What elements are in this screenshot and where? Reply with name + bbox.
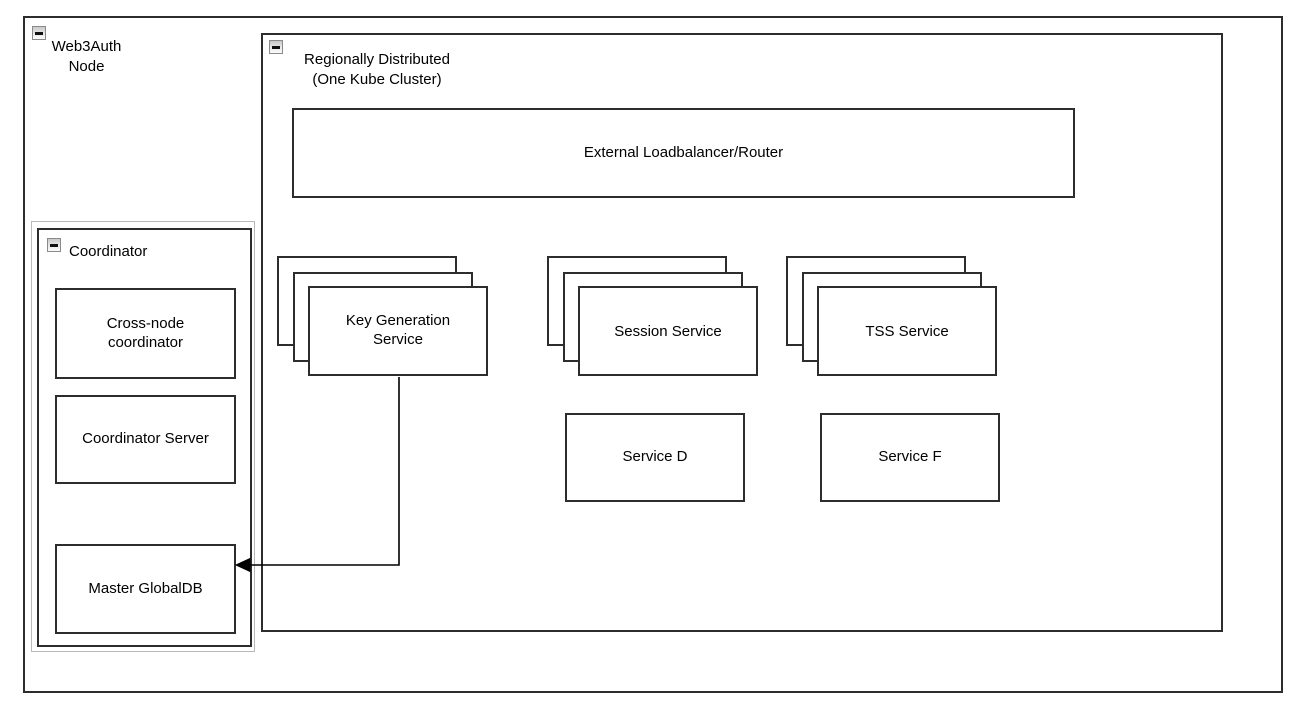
node-service-f-label: Service F	[878, 448, 942, 466]
node-session-service-label: Session Service	[614, 322, 722, 340]
node-session-service[interactable]: Session Service	[578, 286, 758, 376]
node-tss-service[interactable]: TSS Service	[817, 286, 997, 376]
node-key-generation-service[interactable]: Key Generation Service	[308, 286, 488, 376]
node-service-d-label: Service D	[622, 448, 688, 466]
container-regionally-distributed[interactable]: Regionally Distributed (One Kube Cluster…	[261, 33, 1223, 632]
node-master-globaldb[interactable]: Master GlobalDB	[55, 544, 236, 634]
stack-tss-service[interactable]: TSS Service	[786, 256, 998, 377]
node-coordinator-server[interactable]: Coordinator Server	[55, 395, 236, 484]
node-master-globaldb-label: Master GlobalDB	[88, 579, 203, 597]
collapse-minus-icon[interactable]	[47, 238, 61, 252]
collapse-minus-icon[interactable]	[32, 26, 46, 40]
stack-session-service[interactable]: Session Service	[547, 256, 759, 377]
node-key-generation-service-label: Key Generation Service	[345, 312, 451, 348]
container-coordinator-title: Coordinator	[69, 243, 148, 260]
container-coordinator[interactable]: Coordinator Cross-node coordinator Coord…	[37, 228, 252, 647]
container-regionally-distributed-title: Regionally Distributed (One Kube Cluster…	[304, 51, 450, 88]
node-coordinator-server-label: Coordinator Server	[82, 430, 209, 448]
node-external-loadbalancer-label: External Loadbalancer/Router	[583, 143, 784, 161]
node-service-f[interactable]: Service F	[820, 413, 1000, 502]
node-service-d[interactable]: Service D	[565, 413, 745, 502]
coordinator-group-outline	[31, 221, 255, 652]
node-cross-node-coordinator[interactable]: Cross-node coordinator	[55, 288, 236, 379]
collapse-minus-icon[interactable]	[269, 40, 283, 54]
node-cross-node-coordinator-label: Cross-node coordinator	[106, 314, 185, 351]
node-external-loadbalancer[interactable]: External Loadbalancer/Router	[292, 108, 1075, 198]
container-web3auth-node-title: Web3Auth Node	[51, 38, 122, 75]
node-tss-service-label: TSS Service	[865, 322, 949, 340]
stack-key-generation-service[interactable]: Key Generation Service	[277, 256, 489, 377]
